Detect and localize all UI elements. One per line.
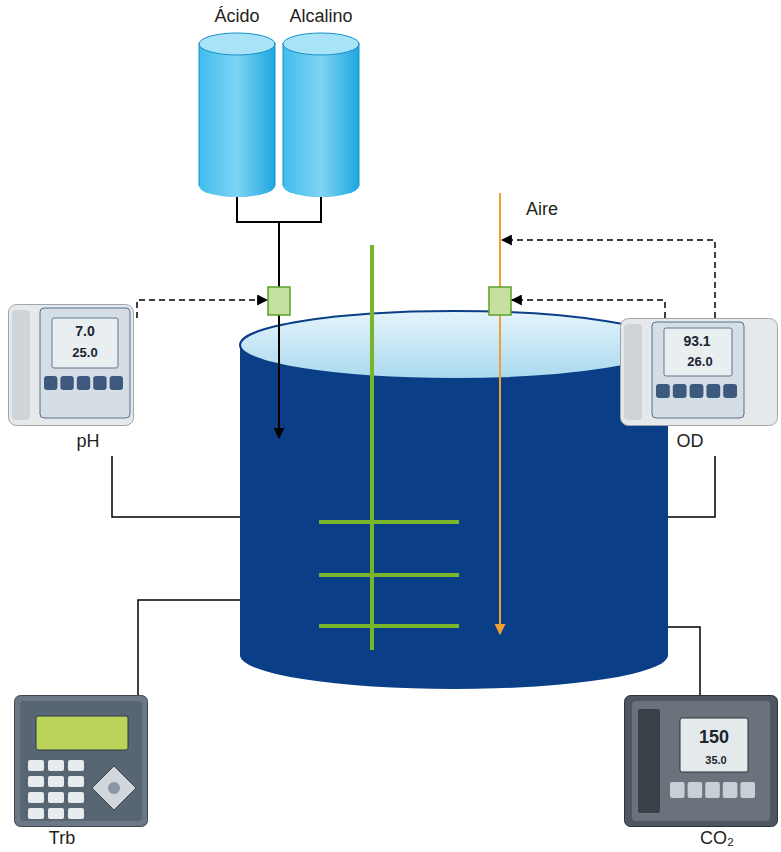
- display-screen: [52, 318, 118, 368]
- display-screen: [664, 328, 732, 376]
- transmitter-shape: [624, 695, 778, 827]
- tank-bottom: [283, 175, 359, 197]
- stirrer-blade: [319, 624, 459, 628]
- reactor-body: [240, 345, 668, 655]
- brand-strip: [638, 709, 660, 813]
- air-valve: [489, 287, 511, 315]
- display-reading: 93.1: [683, 334, 710, 349]
- dosing-pipe: [237, 197, 321, 222]
- keypad-button: [48, 776, 64, 787]
- stirrer-blade: [319, 573, 459, 577]
- keypad-button: [28, 808, 44, 819]
- tank-label: Ácido: [214, 6, 259, 27]
- stirrer-shaft: [370, 245, 374, 650]
- dosing-pipe: [278, 315, 280, 438]
- tank-outline: [283, 43, 359, 186]
- keypad-button: [68, 808, 84, 819]
- keypad-button: [723, 384, 737, 398]
- transmitter: CO₂: [624, 695, 778, 849]
- tank-shape: [282, 32, 360, 198]
- transmitter-shape: [8, 304, 134, 426]
- keypad-button: [688, 782, 703, 798]
- transmitter-housing: [625, 696, 778, 827]
- sensor-wire: [112, 456, 240, 517]
- keypad-button: [28, 776, 44, 787]
- keypad-button: [48, 760, 64, 771]
- front-panel: [652, 322, 744, 418]
- keypad-button: [673, 384, 687, 398]
- keypad-button: [48, 808, 64, 819]
- chemical-tank: Ácido: [198, 6, 276, 198]
- keypad-button: [60, 376, 73, 390]
- keypad-button: [670, 782, 685, 798]
- chemical-tank: Alcalino: [282, 6, 360, 198]
- transmitter: Trb: [14, 695, 148, 849]
- tank-body: [283, 43, 359, 186]
- tank-top: [283, 33, 359, 55]
- front-panel: [20, 701, 142, 821]
- control-signal: [502, 240, 715, 318]
- instrument-label: pH: [76, 431, 99, 452]
- reactor-liquid-surface: [240, 311, 668, 379]
- air-line: [499, 315, 501, 634]
- keypad-button: [723, 782, 738, 798]
- keypad-button: [28, 792, 44, 803]
- transmitter-housing: [9, 305, 134, 426]
- reactor-bottom: [240, 621, 668, 689]
- air-line: [499, 193, 501, 287]
- housing-side: [12, 310, 30, 420]
- tank-label: Alcalino: [289, 6, 352, 27]
- navigation-pad: [92, 766, 136, 810]
- control-signal: [137, 300, 267, 318]
- tank-body: [199, 43, 275, 186]
- transmitter: pH: [8, 304, 134, 452]
- keypad-button: [77, 376, 90, 390]
- front-panel: [632, 701, 770, 821]
- display-reading: 26.0: [687, 355, 712, 369]
- display-reading: 25.0: [72, 346, 97, 360]
- dosing-pipe: [278, 222, 280, 287]
- air-label: Aire: [526, 200, 558, 220]
- sensor-wire: [668, 627, 700, 695]
- keypad-button: [656, 384, 670, 398]
- tank-top: [199, 33, 275, 55]
- keypad-button: [44, 376, 57, 390]
- keypad-button: [93, 376, 106, 390]
- keypad-button: [110, 376, 123, 390]
- instrument-label: Trb: [49, 828, 75, 849]
- keypad-button: [68, 792, 84, 803]
- sensor-wire: [138, 600, 240, 695]
- instrument-label: CO₂: [700, 828, 734, 849]
- keypad-button: [690, 384, 704, 398]
- transmitter-housing: [621, 319, 778, 426]
- display-reading: 150: [699, 728, 729, 748]
- display-screen: [680, 718, 748, 772]
- keypad-button: [706, 384, 720, 398]
- instrument-label: OD: [677, 431, 704, 452]
- tank-shape: [198, 32, 276, 198]
- tank-outline: [199, 43, 275, 186]
- housing-side: [624, 324, 642, 420]
- display-reading: 35.0: [705, 754, 726, 766]
- tank-bottom: [199, 175, 275, 197]
- display-reading: 7.0: [75, 324, 94, 339]
- stirrer-blade: [319, 520, 459, 524]
- control-signal: [512, 300, 665, 318]
- keypad-button: [705, 782, 720, 798]
- keypad-button: [68, 760, 84, 771]
- keypad-button: [48, 792, 64, 803]
- keypad-button: [28, 760, 44, 771]
- transmitter-housing: [15, 696, 148, 827]
- dosing-valve: [268, 287, 290, 315]
- transmitter-shape: [14, 695, 148, 827]
- keypad-button: [68, 776, 84, 787]
- navigation-pad: [108, 782, 120, 794]
- sensor-wire: [668, 456, 715, 517]
- keypad-button: [740, 782, 755, 798]
- display-screen: [36, 716, 128, 750]
- front-panel: [40, 308, 130, 418]
